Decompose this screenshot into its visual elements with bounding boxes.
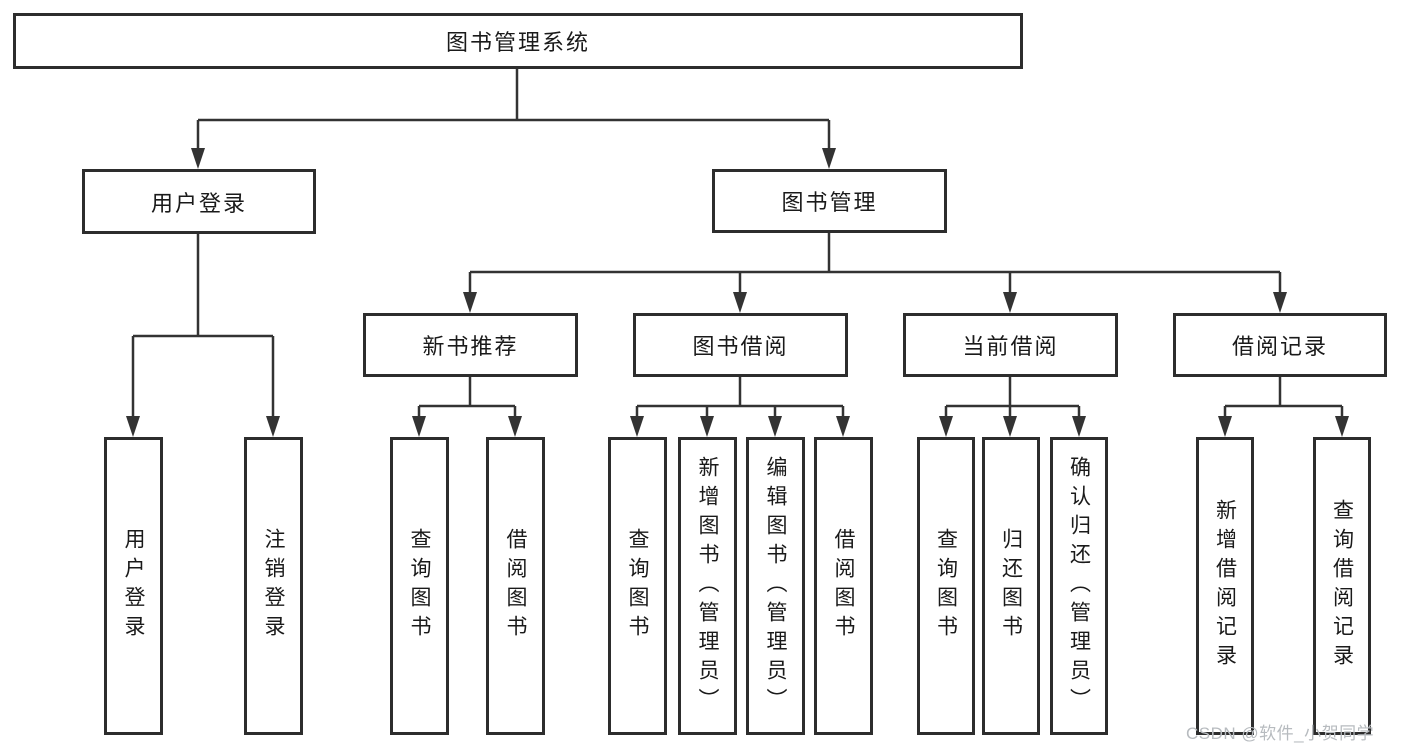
leaf-edit-book-admin: 编辑图书（管理员） [746, 437, 805, 735]
leaf-add-book-admin: 新增图书（管理员） [678, 437, 737, 735]
node-borrowing-records: 借阅记录 [1173, 313, 1387, 377]
node-label: 借阅图书 [504, 528, 527, 644]
connector-book-borrowing-to-leaves [630, 377, 850, 437]
leaf-add-borrow-record: 新增借阅记录 [1196, 437, 1254, 735]
node-book-borrowing: 图书借阅 [633, 313, 848, 377]
node-label: 归还图书 [999, 528, 1023, 644]
node-label: 新增图书（管理员） [696, 455, 719, 717]
node-label: 查询借阅记录 [1330, 499, 1354, 673]
node-label: 当前借阅 [962, 334, 1059, 359]
leaf-confirm-return-admin: 确认归还（管理员） [1050, 437, 1108, 735]
leaf-logout: 注销登录 [244, 437, 303, 735]
node-label: 编辑图书（管理员） [764, 455, 787, 717]
leaf-query-borrow-record: 查询借阅记录 [1313, 437, 1371, 735]
node-label: 查询图书 [626, 528, 649, 644]
node-label: 借阅记录 [1231, 334, 1328, 359]
node-label: 图书管理 [781, 190, 878, 215]
node-book-management: 图书管理 [712, 169, 947, 233]
leaf-query-book-under-current: 查询图书 [917, 437, 975, 735]
node-book-management-system: 图书管理系统 [13, 13, 1023, 69]
node-label: 新增借阅记录 [1213, 499, 1237, 673]
node-label: 用户登录 [122, 528, 145, 644]
connector-borrowing-records-to-leaves [1218, 377, 1349, 437]
connector-user-login-to-leaves [126, 234, 280, 437]
node-user-login: 用户登录 [82, 169, 316, 234]
connector-root-to-level2 [191, 69, 836, 169]
leaf-borrow-book-under-borrowing: 借阅图书 [814, 437, 873, 735]
leaf-query-book-under-borrowing: 查询图书 [608, 437, 667, 735]
leaf-borrow-book-under-new-book: 借阅图书 [486, 437, 545, 735]
node-label: 注销登录 [262, 528, 285, 644]
node-label: 确认归还（管理员） [1067, 455, 1091, 717]
csdn-watermark: CSDN @软件_小贺同学 [1186, 724, 1375, 743]
node-label: 用户登录 [150, 190, 247, 216]
node-label: 查询图书 [408, 528, 431, 644]
node-label: 借阅图书 [832, 528, 855, 644]
node-label: 查询图书 [934, 528, 958, 644]
connector-new-book-recommend-to-leaves [412, 377, 522, 437]
node-current-borrowing: 当前借阅 [903, 313, 1118, 377]
connector-book-management-to-sections [463, 233, 1287, 313]
leaf-user-login: 用户登录 [104, 437, 163, 735]
leaf-query-book-under-new-book: 查询图书 [390, 437, 449, 735]
node-new-book-recommend: 新书推荐 [363, 313, 578, 377]
connector-current-borrowing-to-leaves [939, 377, 1086, 437]
node-label: 图书借阅 [692, 334, 789, 359]
node-label: 新书推荐 [422, 334, 519, 359]
node-label: 图书管理系统 [445, 30, 590, 55]
leaf-return-book: 归还图书 [982, 437, 1040, 735]
